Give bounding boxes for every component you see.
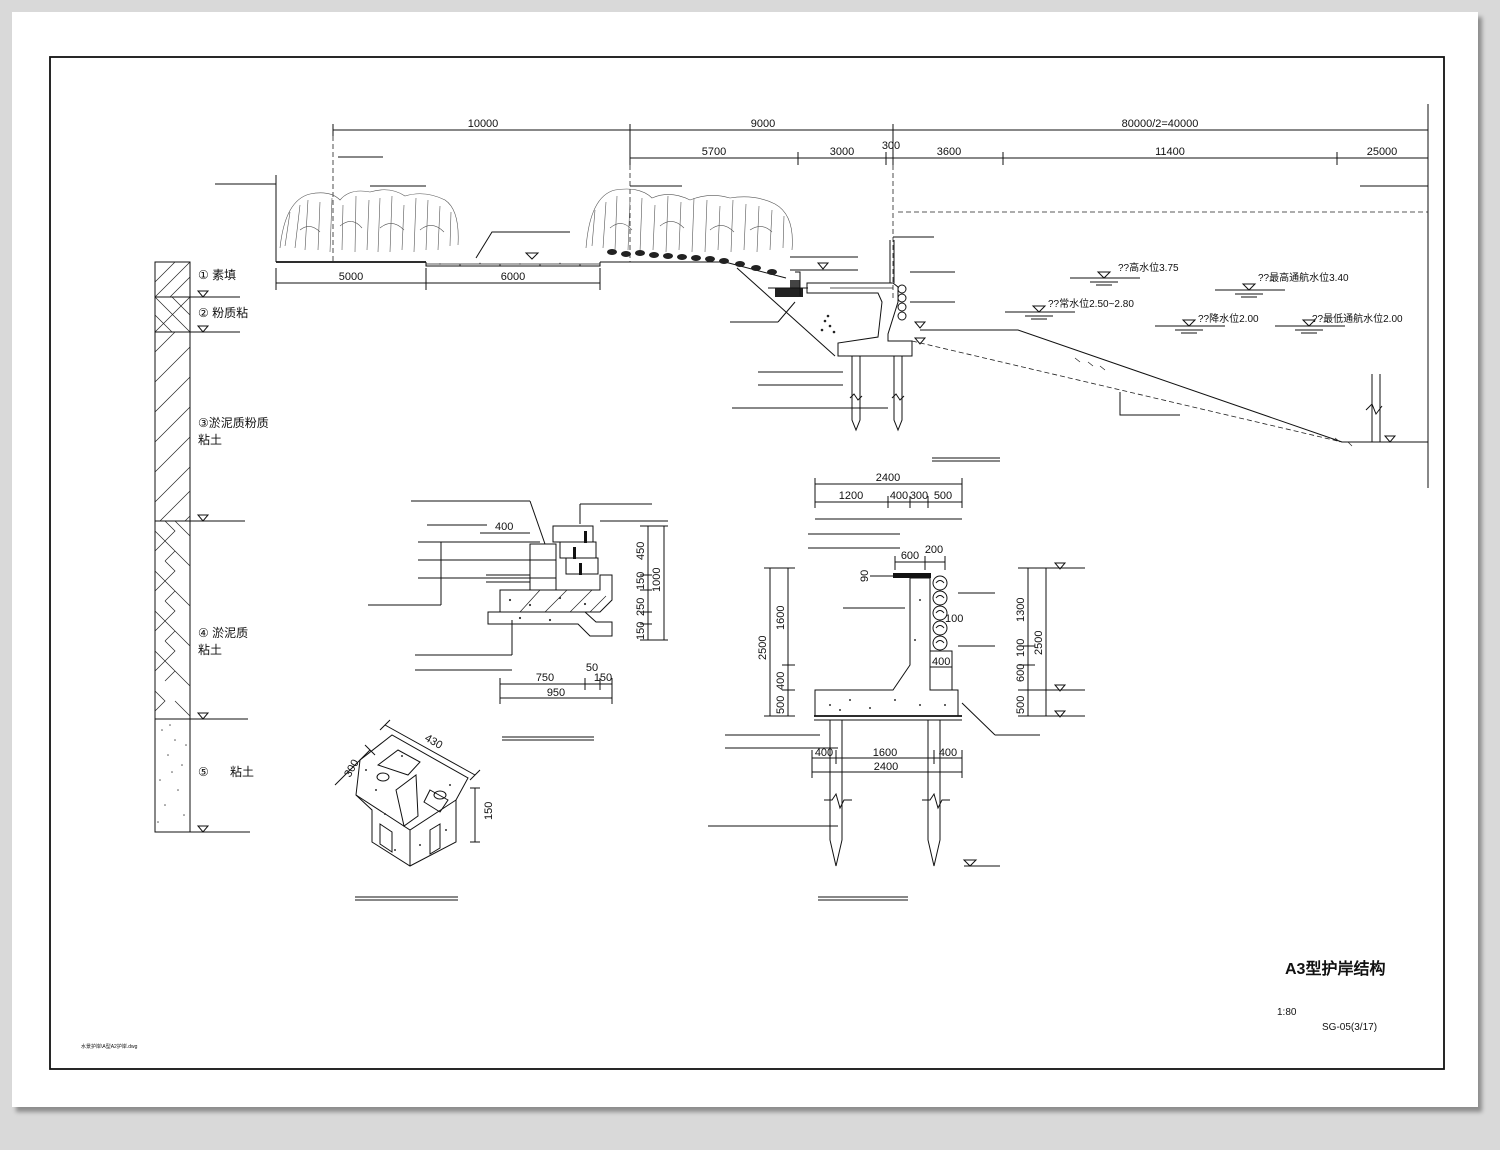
- drawing-scale: 1:80: [1277, 1007, 1297, 1018]
- detail-b-dim-r5: 500: [1015, 696, 1027, 714]
- dim-top-1: 10000: [468, 118, 499, 130]
- dim-mid-4: 3600: [937, 146, 961, 158]
- dim-top-3: 80000/2=40000: [1122, 118, 1199, 130]
- soil-label-4b: 粘土: [198, 642, 222, 657]
- detail-a-dim-b1: 750: [536, 672, 554, 684]
- soil-label-4: ④ 淤泥质: [198, 626, 248, 640]
- detail-b-dim-b2: 1600: [873, 747, 897, 759]
- dim-mid-6: 25000: [1367, 146, 1398, 158]
- soil-label-3b: 粘土: [198, 432, 222, 447]
- dim-mid-2: 3000: [830, 146, 854, 158]
- detail-b-dim-cap-1: 600: [901, 550, 919, 562]
- drawing-frame: [49, 56, 1445, 1070]
- detail-b-dim-top-total: 2400: [876, 472, 900, 484]
- detail-b-dim-400: 400: [932, 656, 950, 668]
- detail-a-section: 400 450 150 250 150 1000: [368, 500, 668, 741]
- detail-b-dim-b1: 400: [815, 747, 833, 759]
- dim-ground-1: 5000: [339, 271, 363, 283]
- detail-a-dim-b3: 150: [594, 672, 612, 684]
- detail-a-dim-b4: 950: [547, 687, 565, 699]
- detail-b-dim-r2: 2500: [1033, 631, 1045, 655]
- detail-b-dim-r3: 100: [1015, 639, 1027, 657]
- detail-b-dim-top-4: 500: [934, 490, 952, 502]
- detail-b-dim-cap-2: 200: [925, 544, 943, 556]
- detail-b-dim-r4: 600: [1015, 664, 1027, 682]
- detail-b-dim-top-3: 300: [910, 490, 928, 502]
- slope-paving: [768, 271, 808, 297]
- water-level-lowest-nav: ??最低通航水位2.00: [1312, 312, 1403, 325]
- detail-b-dim-l4: 500: [775, 696, 787, 714]
- detail-a-dim-r2: 150: [635, 572, 647, 590]
- water-level-highest: ??高水位3.75: [1118, 261, 1179, 274]
- detail-b-dim-90: 90: [859, 570, 871, 582]
- block-dim-430: 430: [423, 732, 445, 752]
- detail-a-dim-b2: 50: [586, 662, 598, 674]
- soil-label-1: ① 素填: [198, 268, 236, 282]
- dim-mid-5: 11400: [1155, 146, 1185, 158]
- water-level-lowest: ??降水位2.00: [1198, 312, 1259, 325]
- soil-label-3: ③淤泥质粉质: [198, 416, 269, 430]
- cad-drawing: ① 素填 ② 粉质粘 ③淤泥质粉质 粘土 ④ 淤泥质 粘土 ⑤ 粘土 10000…: [49, 56, 1445, 1070]
- detail-b-dim-b4: 2400: [874, 761, 898, 773]
- tree-group-left: [279, 189, 459, 253]
- water-level-highest-nav: ??最高通航水位3.40: [1258, 271, 1349, 284]
- drawing-sheet: ① 素填 ② 粉质粘 ③淤泥质粉质 粘土 ④ 淤泥质 粘土 ⑤ 粘土 10000…: [12, 12, 1478, 1107]
- sheet-number: SG-05(3/17): [1322, 1022, 1377, 1033]
- dim-mid-1: 5700: [702, 146, 726, 158]
- detail-a-dim-r4: 150: [635, 622, 647, 640]
- detail-b-section: 2400 1200 400 300 500 600 200 90 100 400: [708, 472, 1085, 901]
- detail-b-dim-l3: 400: [775, 672, 787, 690]
- detail-b-gabions: [929, 575, 953, 691]
- detail-a-dim-r3: 250: [635, 598, 647, 616]
- detail-a-dim-r1: 450: [635, 542, 647, 560]
- dim-top-2: 9000: [751, 118, 775, 130]
- water-level-normal: ??常水位2.50~2.80: [1048, 297, 1134, 310]
- detail-b-dim-l2: 1600: [775, 606, 787, 630]
- detail-b-dim-top-2: 400: [890, 490, 908, 502]
- file-path: 水景护岸\A型A2护岸.dwg: [81, 1043, 138, 1050]
- dim-ground-2: 6000: [501, 271, 525, 283]
- soil-label-2: ② 粉质粘: [198, 305, 248, 320]
- soil-label-5: ⑤: [198, 765, 209, 779]
- detail-a-dim-r5: 1000: [651, 568, 663, 592]
- detail-b-dim-top-1: 1200: [839, 490, 863, 502]
- section-retaining-wall: [732, 240, 1000, 462]
- detail-b-dim-r1: 1300: [1015, 598, 1027, 622]
- detail-a-dim-top: 400: [495, 521, 513, 533]
- detail-b-dim-l1: 2500: [757, 636, 769, 660]
- soil-column: ① 素填 ② 粉质粘 ③淤泥质粉质 粘土 ④ 淤泥质 粘土 ⑤ 粘土: [154, 261, 269, 833]
- tree-group-right: [585, 188, 793, 253]
- detail-b-dim-b3: 400: [939, 747, 957, 759]
- river-bed: [911, 200, 1429, 488]
- detail-b-dim-100: 100: [945, 613, 963, 625]
- block-dim-150: 150: [483, 802, 495, 820]
- dim-mid-3: 300: [882, 140, 900, 152]
- soil-label-5b: 粘土: [230, 764, 254, 779]
- shrub-row: [607, 249, 777, 275]
- block-isometric: 300 430 150: [334, 719, 495, 901]
- water-level-markers: [1005, 271, 1345, 334]
- drawing-title: A3型护岸结构: [1285, 959, 1385, 978]
- main-section: 10000 9000 80000/2=40000 5700 3000 300 3…: [215, 104, 1429, 488]
